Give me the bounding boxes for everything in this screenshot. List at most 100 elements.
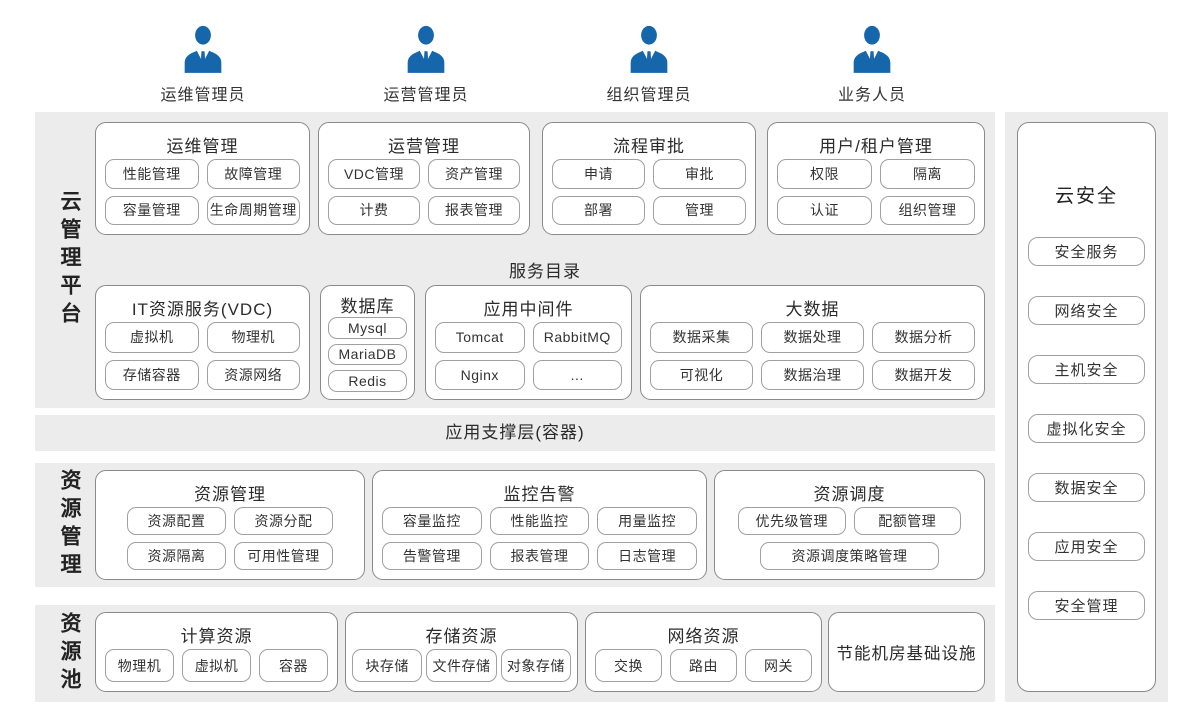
actor-org-admin: 组织管理员 <box>564 24 734 105</box>
security-pill-list: 安全服务 网络安全 主机安全 虚拟化安全 数据安全 应用安全 安全管理 <box>1028 237 1145 620</box>
box-title: 大数据 <box>785 299 840 319</box>
person-icon <box>184 25 222 73</box>
feature-pill: Mysql <box>328 317 407 339</box>
feature-pill: 数据开发 <box>872 359 975 390</box>
feature-pill: 交换 <box>595 649 662 682</box>
box-title: 运营管理 <box>388 136 460 156</box>
band-resource-pool: 资源池 计算资源 物理机 虚拟机 容器 存储资源 块存储 文件存储 对象存储 网… <box>35 605 995 702</box>
box-middleware: 应用中间件 Tomcat RabbitMQ Nginx ... <box>425 285 632 400</box>
feature-pill: 日志管理 <box>597 542 697 570</box>
feature-pill: 存储容器 <box>105 359 199 390</box>
box-title: 网络资源 <box>667 626 740 646</box>
pill-grid: 块存储 文件存储 对象存储 <box>352 649 571 682</box>
pill-grid: 虚拟机 物理机 存储容器 资源网络 <box>105 322 300 390</box>
feature-pill: 资源调度策略管理 <box>760 542 939 570</box>
feature-pill: 对象存储 <box>500 649 571 682</box>
security-pill: 安全服务 <box>1028 237 1145 266</box>
security-pill: 应用安全 <box>1028 532 1145 561</box>
feature-pill: 组织管理 <box>880 195 975 225</box>
pill-grid: Mysql MariaDB Redis <box>328 317 407 392</box>
band-label-resource-pool: 资源池 <box>58 611 81 696</box>
box-resource-management: 资源管理 资源配置 资源分配 资源隔离 可用性管理 <box>95 470 365 580</box>
band-cloud-security: 云安全 安全服务 网络安全 主机安全 虚拟化安全 数据安全 应用安全 安全管理 <box>1005 112 1168 702</box>
feature-pill: 报表管理 <box>428 195 520 225</box>
box-title: 用户/租户管理 <box>819 136 933 156</box>
feature-pill: 管理 <box>653 195 746 225</box>
box-storage-resources: 存储资源 块存储 文件存储 对象存储 <box>345 612 578 692</box>
box-cloud-security: 云安全 安全服务 网络安全 主机安全 虚拟化安全 数据安全 应用安全 安全管理 <box>1017 122 1156 692</box>
pill-grid: 性能管理 故障管理 容量管理 生命周期管理 <box>105 159 300 225</box>
box-resource-scheduling: 资源调度 优先级管理 配额管理 资源调度策略管理 <box>714 470 985 580</box>
box-title: 监控告警 <box>503 484 576 504</box>
feature-pill: 网关 <box>745 649 812 682</box>
security-pill: 数据安全 <box>1028 473 1145 502</box>
pill-grid: VDC管理 资产管理 计费 报表管理 <box>328 159 520 225</box>
feature-pill: 文件存储 <box>426 649 497 682</box>
box-title: 资源调度 <box>813 484 886 504</box>
security-pill: 虚拟化安全 <box>1028 414 1145 443</box>
box-monitoring-alerting: 监控告警 容量监控 性能监控 用量监控 告警管理 报表管理 日志管理 <box>372 470 707 580</box>
pill-grid: 容量监控 性能监控 用量监控 告警管理 报表管理 日志管理 <box>382 507 697 570</box>
security-pill: 主机安全 <box>1028 355 1145 384</box>
feature-pill: 可用性管理 <box>234 542 333 570</box>
box-title: 数据库 <box>340 296 395 316</box>
pill-grid: 优先级管理 配额管理 资源调度策略管理 <box>738 507 961 570</box>
security-pill: 网络安全 <box>1028 296 1145 325</box>
pill-grid: 交换 路由 网关 <box>595 649 812 682</box>
app-support-title: 应用支撑层(容器) <box>445 423 585 442</box>
box-ops-management: 运维管理 性能管理 故障管理 容量管理 生命周期管理 <box>95 122 310 235</box>
box-it-resource-service: IT资源服务(VDC) 虚拟机 物理机 存储容器 资源网络 <box>95 285 310 400</box>
actor-label: 业务人员 <box>837 87 906 104</box>
service-catalog-title: 服务目录 <box>509 262 581 281</box>
actor-operation-admin: 运营管理员 <box>341 24 511 105</box>
feature-pill: 部署 <box>552 195 645 225</box>
box-title: 存储资源 <box>425 626 498 646</box>
feature-pill: MariaDB <box>328 343 407 366</box>
box-network-resources: 网络资源 交换 路由 网关 <box>585 612 822 692</box>
feature-pill: 虚拟机 <box>182 649 251 682</box>
band-cloud-platform: 云管理平台 运维管理 性能管理 故障管理 容量管理 生命周期管理 运营管理 VD… <box>35 112 995 408</box>
pill-grid: 资源配置 资源分配 资源隔离 可用性管理 <box>127 507 333 570</box>
feature-pill: 虚拟机 <box>105 322 199 353</box>
feature-pill: 故障管理 <box>206 159 300 189</box>
feature-pill: 块存储 <box>352 649 423 682</box>
feature-pill: 资源网络 <box>206 359 300 390</box>
feature-pill: 数据采集 <box>650 322 753 353</box>
feature-pill: 告警管理 <box>382 542 482 570</box>
feature-pill: 性能监控 <box>489 507 590 535</box>
actor-label: 运维管理员 <box>160 87 246 104</box>
band-resource-management: 资源管理 资源管理 资源配置 资源分配 资源隔离 可用性管理 监控告警 容量监控… <box>35 463 995 587</box>
feature-pill: 数据治理 <box>761 359 864 390</box>
feature-pill: 配额管理 <box>853 507 961 535</box>
actor-label: 组织管理员 <box>606 87 692 104</box>
box-title: 计算资源 <box>180 626 253 646</box>
box-green-datacenter-infrastructure: 节能机房基础设施 <box>828 612 985 692</box>
feature-pill: 资源分配 <box>234 507 333 535</box>
actor-business-user: 业务人员 <box>787 24 957 105</box>
feature-pill: 物理机 <box>206 322 300 353</box>
box-operation-management: 运营管理 VDC管理 资产管理 计费 报表管理 <box>318 122 530 235</box>
feature-pill: 认证 <box>777 195 872 225</box>
cloud-security-title: 云安全 <box>1054 186 1118 207</box>
feature-pill: 可视化 <box>650 359 753 390</box>
pill-grid: 权限 隔离 认证 组织管理 <box>777 159 975 225</box>
feature-pill: 审批 <box>653 159 746 189</box>
feature-pill: 资产管理 <box>428 159 520 189</box>
feature-pill: 报表管理 <box>489 542 590 570</box>
security-pill: 安全管理 <box>1028 591 1145 620</box>
box-database: 数据库 Mysql MariaDB Redis <box>320 285 415 400</box>
feature-pill: 资源配置 <box>127 507 226 535</box>
person-icon <box>853 25 891 73</box>
person-icon <box>407 25 445 73</box>
actor-label: 运营管理员 <box>383 87 469 104</box>
feature-pill: 物理机 <box>105 649 174 682</box>
feature-pill: Nginx <box>435 359 525 390</box>
feature-pill: 容量监控 <box>382 507 482 535</box>
feature-pill: 隔离 <box>880 159 975 189</box>
feature-pill: VDC管理 <box>328 159 420 189</box>
feature-pill: 资源隔离 <box>127 542 226 570</box>
feature-pill: 路由 <box>670 649 737 682</box>
feature-pill: 计费 <box>328 195 420 225</box>
box-title: 资源管理 <box>194 484 266 504</box>
